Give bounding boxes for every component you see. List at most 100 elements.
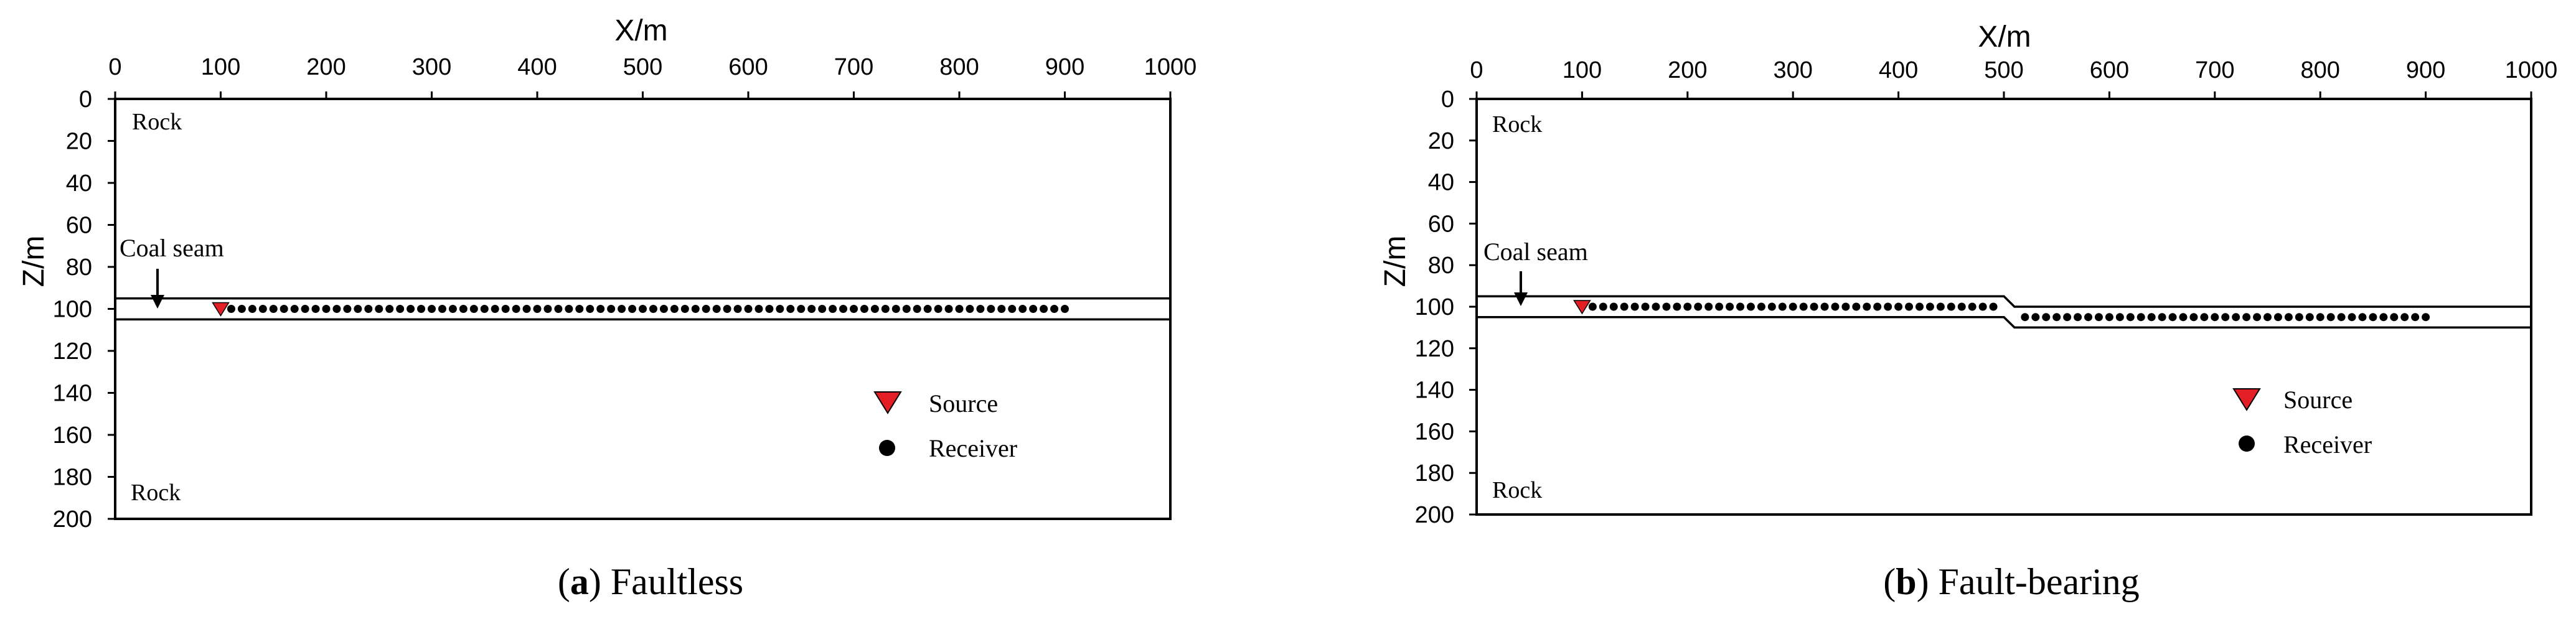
y-axis-label: Z/m xyxy=(1379,236,1412,287)
receiver-point xyxy=(2147,313,2156,322)
receiver-point xyxy=(438,305,446,313)
y-tick-label: 200 xyxy=(1415,502,1454,528)
y-tick-label: 0 xyxy=(79,86,92,113)
receiver-point xyxy=(1831,302,1840,311)
seam-top-boundary xyxy=(1477,295,2531,308)
receiver-point xyxy=(2042,313,2051,322)
seam-bottom-boundary xyxy=(1477,315,2531,329)
receiver-point xyxy=(807,305,816,313)
legend: Source Receiver xyxy=(873,389,1017,462)
receiver-point xyxy=(2369,313,2377,322)
receiver-point xyxy=(628,305,637,313)
x-tick-label: 200 xyxy=(306,54,346,80)
receiver-point xyxy=(258,305,267,313)
receiver-point xyxy=(575,305,584,313)
receiver-point xyxy=(354,305,362,313)
receiver-point xyxy=(2305,313,2314,322)
legend-receiver-label: Receiver xyxy=(929,434,1017,462)
receiver-point xyxy=(944,305,953,313)
legend-source-marker xyxy=(2232,388,2261,411)
y-tick-label: 180 xyxy=(1415,460,1454,487)
x-tick-label: 700 xyxy=(2195,57,2234,83)
receiver-point xyxy=(829,305,837,313)
receiver-point xyxy=(1810,302,1818,311)
rock-top-label: Rock xyxy=(132,109,182,135)
receiver-point xyxy=(311,305,320,313)
receiver-point xyxy=(786,305,795,313)
y-tick-label: 40 xyxy=(66,170,92,197)
x-tick-label: 1000 xyxy=(1144,54,1197,80)
receiver-point xyxy=(1683,302,1692,311)
receiver-point xyxy=(987,305,995,313)
legend-source-marker xyxy=(873,391,902,414)
receiver-point xyxy=(1841,302,1850,311)
receiver-point xyxy=(2158,313,2166,322)
receiver-point xyxy=(322,305,331,313)
receiver-point xyxy=(596,305,605,313)
receiver-point xyxy=(2126,313,2135,322)
receiver-point xyxy=(2179,313,2188,322)
rock-bottom-label: Rock xyxy=(1492,477,1542,503)
x-tick-label: 700 xyxy=(834,54,873,80)
receiver-point xyxy=(1599,302,1607,311)
rock-bottom-label: Rock xyxy=(131,480,181,506)
receiver-point xyxy=(396,305,405,313)
y-tick-label: 0 xyxy=(1441,86,1454,113)
receiver-point xyxy=(2221,313,2230,322)
receiver-point xyxy=(1029,305,1038,313)
model-frame xyxy=(114,98,1172,520)
receiver-point xyxy=(522,305,531,313)
x-tick-label: 0 xyxy=(108,54,121,80)
receiver-point xyxy=(343,305,352,313)
receiver-point xyxy=(1609,302,1618,311)
x-tick-label: 900 xyxy=(2406,57,2445,83)
receiver-point xyxy=(237,305,246,313)
receiver-point xyxy=(881,305,890,313)
receiver-point xyxy=(691,305,700,313)
receiver-point xyxy=(2284,313,2293,322)
receiver-point xyxy=(1915,302,1924,311)
receiver-point xyxy=(385,305,394,313)
receiver-point xyxy=(997,305,1006,313)
coal-seam-arrow xyxy=(151,269,164,309)
y-tick-label: 20 xyxy=(1428,128,1454,154)
y-tick-label: 100 xyxy=(1415,294,1454,320)
receiver-point xyxy=(364,305,373,313)
receiver-point xyxy=(1968,302,1977,311)
receiver-point xyxy=(2031,313,2040,322)
receiver-point xyxy=(1040,305,1048,313)
source-marker xyxy=(212,302,230,317)
legend-receiver-marker xyxy=(879,440,895,456)
receiver-point xyxy=(2052,313,2061,322)
receiver-point xyxy=(2115,313,2124,322)
receiver-point xyxy=(2253,313,2262,322)
y-tick-label: 60 xyxy=(66,213,92,239)
caption-text: Faultless xyxy=(611,561,743,602)
receiver-point xyxy=(1726,302,1734,311)
x-tick-label: 800 xyxy=(2300,57,2339,83)
receiver-point xyxy=(744,305,753,313)
receiver-point xyxy=(680,305,689,313)
receiver-point xyxy=(2211,313,2219,322)
receiver-point xyxy=(1863,302,1871,311)
receiver-point xyxy=(923,305,932,313)
receiver-point xyxy=(639,305,647,313)
receiver-point xyxy=(1746,302,1755,311)
receiver-point xyxy=(2136,313,2145,322)
x-tick-label: 0 xyxy=(1470,57,1483,83)
receiver-point xyxy=(480,305,489,313)
receiver-point xyxy=(659,305,668,313)
y-tick-label: 180 xyxy=(53,465,92,491)
receiver-point xyxy=(776,305,784,313)
receiver-point xyxy=(543,305,552,313)
legend-receiver-label: Receiver xyxy=(2283,431,2372,459)
receiver-point xyxy=(1884,302,1892,311)
receiver-point xyxy=(1905,302,1914,311)
receiver-point xyxy=(2021,313,2029,322)
y-axis-label: Z/m xyxy=(17,236,50,287)
receiver-point xyxy=(533,305,542,313)
